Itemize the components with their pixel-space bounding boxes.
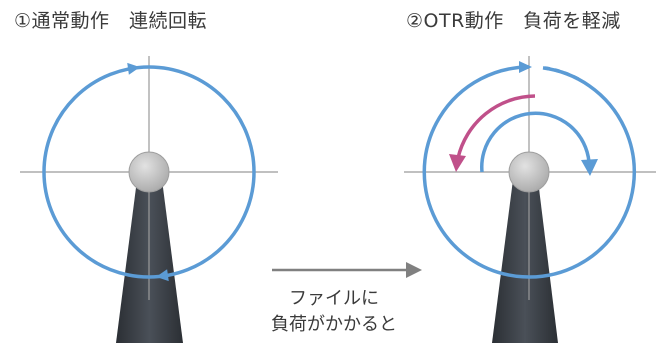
left-panel-title: ①通常動作 連続回転	[14, 10, 208, 32]
right-outer-rotation-dotted	[544, 66, 581, 82]
right-outer-rotation-circle	[422, 65, 637, 279]
right-outer-arrowhead	[519, 61, 532, 73]
transition-caption: ファイルに 負荷がかかると	[254, 286, 414, 338]
left-rotation-arrowhead-top	[127, 62, 140, 75]
left-panel-graphic	[20, 56, 278, 343]
transition-arrow	[272, 262, 422, 278]
right-forward-arrowhead	[581, 159, 598, 176]
right-panel-graphic	[404, 56, 656, 343]
right-file-shaft	[492, 172, 558, 343]
left-rotation-arrowhead-bottom	[156, 269, 169, 282]
left-handpiece-hub	[128, 151, 170, 193]
right-handpiece-hub	[508, 151, 550, 193]
transition-caption-line2: 負荷がかかると	[271, 314, 397, 335]
right-reverse-arrowhead	[449, 154, 466, 172]
transition-caption-line1: ファイルに	[289, 288, 379, 309]
right-reverse-arc	[456, 94, 536, 159]
right-panel-title: ②OTR動作 負荷を軽減	[406, 10, 621, 32]
right-forward-arc	[480, 111, 591, 173]
left-rotation-circle	[42, 65, 256, 279]
